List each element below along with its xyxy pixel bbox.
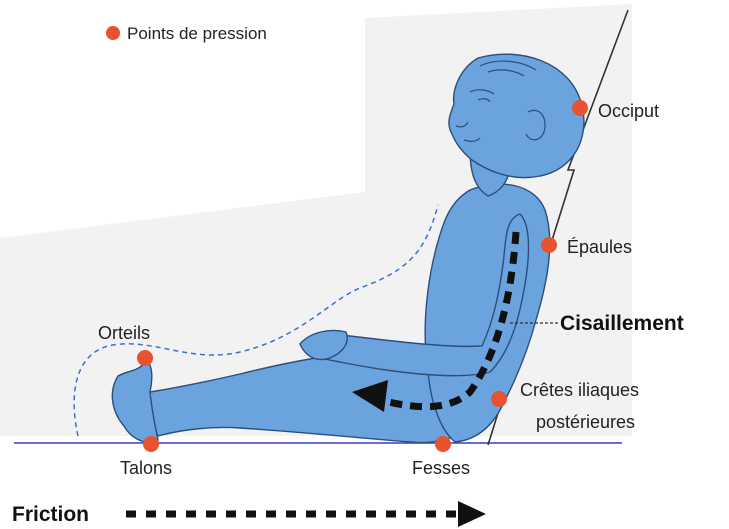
pressure-points [137, 100, 588, 452]
legend: Points de pression [106, 24, 267, 43]
pressure-point-fesses [435, 436, 451, 452]
label-cretes-line1: Crêtes iliaques [520, 380, 639, 400]
label-epaules: Épaules [567, 237, 632, 257]
pressure-point-talons [143, 436, 159, 452]
hand [299, 329, 348, 361]
label-fesses: Fesses [412, 458, 470, 478]
label-friction: Friction [12, 503, 89, 526]
friction-arrow-icon [126, 501, 486, 527]
pressure-point-epaules [541, 237, 557, 253]
pressure-point-cretes [491, 391, 507, 407]
shear-arrow [352, 231, 520, 412]
label-occiput: Occiput [598, 101, 659, 121]
label-cisaillement: Cisaillement [560, 312, 684, 335]
label-talons: Talons [120, 458, 172, 478]
label-cretes-line2: postérieures [536, 412, 635, 432]
sheet-outline [73, 204, 439, 437]
ear [525, 109, 546, 141]
legend-marker-icon [106, 26, 120, 40]
legend-label: Points de pression [127, 24, 267, 43]
pressure-point-orteils [137, 350, 153, 366]
face-details [455, 60, 537, 142]
head [448, 53, 585, 179]
label-orteils: Orteils [98, 323, 150, 343]
shear-arrow-head [352, 380, 388, 412]
child-figure [111, 53, 585, 444]
pressure-point-occiput [572, 100, 588, 116]
